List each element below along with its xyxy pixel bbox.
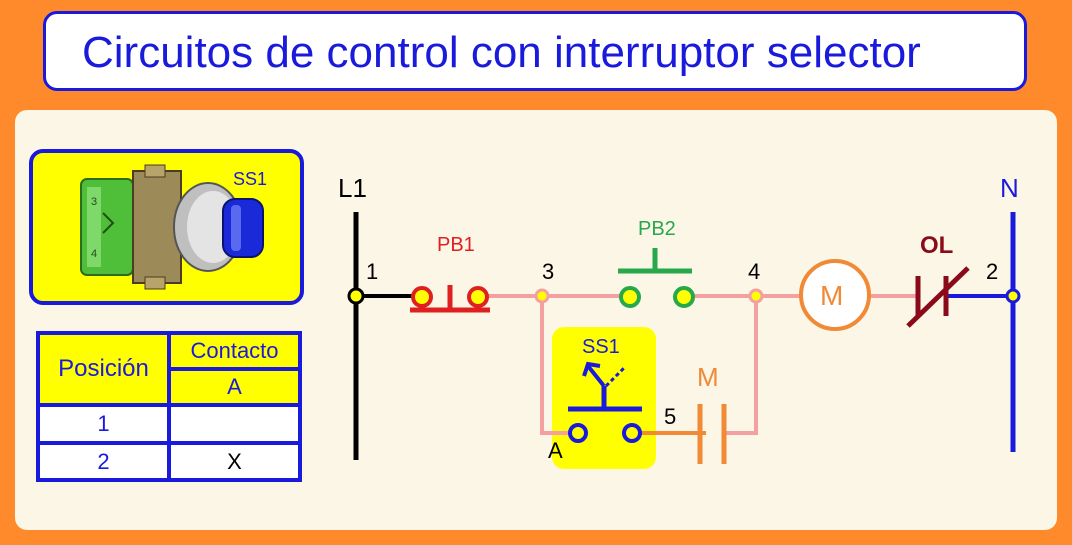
node-2-dot <box>1005 288 1021 304</box>
ss1-dashed-lever <box>604 366 626 388</box>
title-banner: Circuitos de control con interruptor sel… <box>43 11 1027 91</box>
label-node-5: 5 <box>664 404 676 429</box>
header-position: Posición <box>40 335 167 403</box>
label-pb2: PB2 <box>638 218 676 240</box>
ol-slash <box>906 266 970 328</box>
terminal-3-label: 3 <box>91 196 97 208</box>
header-contact: Contacto <box>171 335 298 367</box>
node-4-dot <box>748 288 764 304</box>
ss1-terminal-right <box>622 423 642 443</box>
label-node-1: 1 <box>366 259 378 284</box>
label-ol: OL <box>920 232 953 259</box>
page-title: Circuitos de control con interruptor sel… <box>82 28 921 77</box>
ss1-lever <box>586 364 606 388</box>
row-1-contact-a <box>171 407 298 441</box>
label-motor: M <box>820 280 843 311</box>
label-ss1: SS1 <box>582 336 620 358</box>
header-contact-a: A <box>171 371 298 403</box>
selector-switch-photo: 3 4 SS1 <box>29 149 304 305</box>
pb1-terminal-right <box>467 286 489 308</box>
label-l1: L1 <box>338 173 367 203</box>
terminal-4-label: 4 <box>91 248 97 260</box>
node-3-dot <box>534 288 550 304</box>
ss1-arrow-icon <box>582 361 601 377</box>
label-node-3: 3 <box>542 259 554 284</box>
contact-table: Posición Contacto A 1 2 X <box>36 331 302 482</box>
ss1-terminal-left <box>568 423 588 443</box>
label-n: N <box>1000 173 1019 203</box>
row-2-contact-a: X <box>171 445 298 478</box>
node-1-dot <box>347 287 365 305</box>
label-node-4: 4 <box>748 259 760 284</box>
motor-coil <box>799 259 871 331</box>
label-motor-contact: M <box>697 362 719 392</box>
label-node-2: 2 <box>986 259 998 284</box>
row-1-position: 1 <box>40 407 167 441</box>
label-ss1-contact-a: A <box>548 438 563 463</box>
wire-branch-right <box>724 296 758 435</box>
photo-ss1-label: SS1 <box>233 169 267 189</box>
label-pb1: PB1 <box>437 234 475 256</box>
pb1-terminal-left <box>411 286 433 308</box>
pb2-terminal-left <box>619 286 641 308</box>
wire-branch-left <box>540 296 578 435</box>
row-2-position: 2 <box>40 445 167 478</box>
selector-switch-illustration: 3 4 SS1 <box>80 164 267 290</box>
pb2-terminal-right <box>673 286 695 308</box>
